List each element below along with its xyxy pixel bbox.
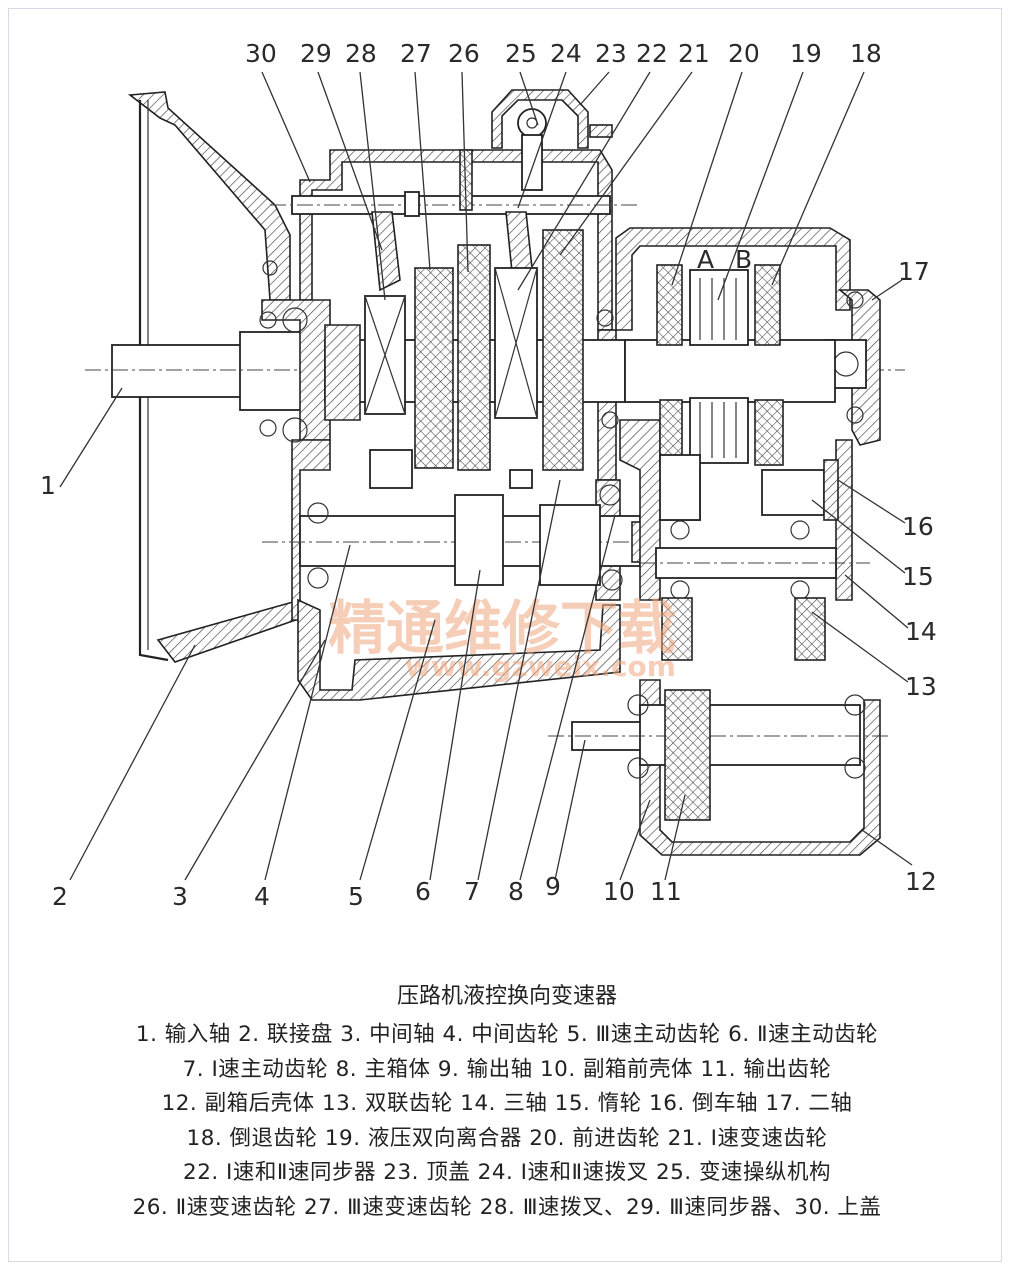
transmission-drawing: A B 精通维修下载 www.gzweix.com — [40, 39, 937, 911]
callout-13: 13 — [905, 672, 937, 701]
callout-18: 18 — [850, 39, 882, 68]
main-shaft-assembly — [259, 229, 626, 489]
callout-17: 17 — [898, 257, 930, 286]
idler-reverse — [659, 454, 839, 521]
chamber-a-label: A — [697, 245, 714, 274]
chamber-b-label: B — [735, 245, 752, 274]
leader-lines — [59, 71, 913, 881]
top-cover — [491, 89, 613, 191]
callout-23: 23 — [595, 39, 627, 68]
third-shaft — [640, 520, 870, 661]
callout-3: 3 — [172, 882, 188, 911]
callout-30: 30 — [245, 39, 277, 68]
callout-21: 21 — [678, 39, 710, 68]
callout-24: 24 — [550, 39, 582, 68]
callout-6: 6 — [415, 877, 431, 906]
page-border — [8, 8, 1002, 1262]
callout-numbers: 1 2 3 4 5 6 7 8 9 10 11 12 13 14 15 16 1… — [40, 39, 937, 911]
legend-line-5: 22. Ⅰ速和Ⅱ速同步器 23. 顶盖 24. Ⅰ速和Ⅱ速拨叉 25. 变速操纵… — [183, 1160, 831, 1185]
callout-28: 28 — [345, 39, 377, 68]
shift-forks — [371, 211, 533, 292]
callout-27: 27 — [400, 39, 432, 68]
legend-line-4: 18. 倒退齿轮 19. 液压双向离合器 20. 前进齿轮 21. Ⅰ速变速齿轮 — [186, 1125, 828, 1151]
callout-15: 15 — [902, 562, 934, 591]
legend-line-1: 1. 输入轴 2. 联接盘 3. 中间轴 4. 中间齿轮 5. Ⅲ速主动齿轮 6… — [135, 1022, 879, 1047]
callout-12: 12 — [905, 867, 937, 896]
callout-11: 11 — [650, 877, 682, 906]
callout-22: 22 — [636, 39, 668, 68]
callout-25: 25 — [505, 39, 537, 68]
output-shaft-assembly — [548, 689, 890, 821]
callout-26: 26 — [448, 39, 480, 68]
callout-19: 19 — [790, 39, 822, 68]
legend-line-3: 12. 副箱后壳体 13. 双联齿轮 14. 三轴 15. 惰轮 16. 倒车轴… — [161, 1091, 853, 1116]
watermark-url: www.gzweix.com — [405, 650, 676, 683]
callout-4: 4 — [254, 882, 270, 911]
callout-16: 16 — [902, 512, 934, 541]
callout-5: 5 — [348, 882, 364, 911]
callout-14: 14 — [905, 617, 937, 646]
callout-9: 9 — [545, 872, 561, 901]
hydraulic-clutch: A B — [624, 245, 836, 466]
callout-20: 20 — [728, 39, 760, 68]
callout-8: 8 — [508, 877, 524, 906]
legend-line-2: 7. Ⅰ速主动齿轮 8. 主箱体 9. 输出轴 10. 副箱前壳体 11. 输出… — [182, 1056, 832, 1082]
callout-2: 2 — [52, 882, 68, 911]
legend-line-6: 26. Ⅱ速变速齿轮 27. Ⅲ速变速齿轮 28. Ⅲ速拨叉、29. Ⅲ速同步器… — [132, 1194, 882, 1220]
callout-1: 1 — [40, 471, 56, 500]
callout-10: 10 — [603, 877, 635, 906]
callout-7: 7 — [464, 877, 480, 906]
watermark: 精通维修下载 www.gzweix.com — [328, 594, 676, 683]
figure-caption: 压路机液控换向变速器 1. 输入轴 2. 联接盘 3. 中间轴 4. 中间齿轮 … — [0, 978, 1014, 1225]
countershaft-assembly — [262, 484, 650, 591]
figure-title: 压路机液控换向变速器 — [396, 984, 617, 1009]
watermark-cn: 精通维修下载 — [328, 594, 676, 662]
callout-29: 29 — [300, 39, 332, 68]
shift-rod — [270, 149, 640, 217]
